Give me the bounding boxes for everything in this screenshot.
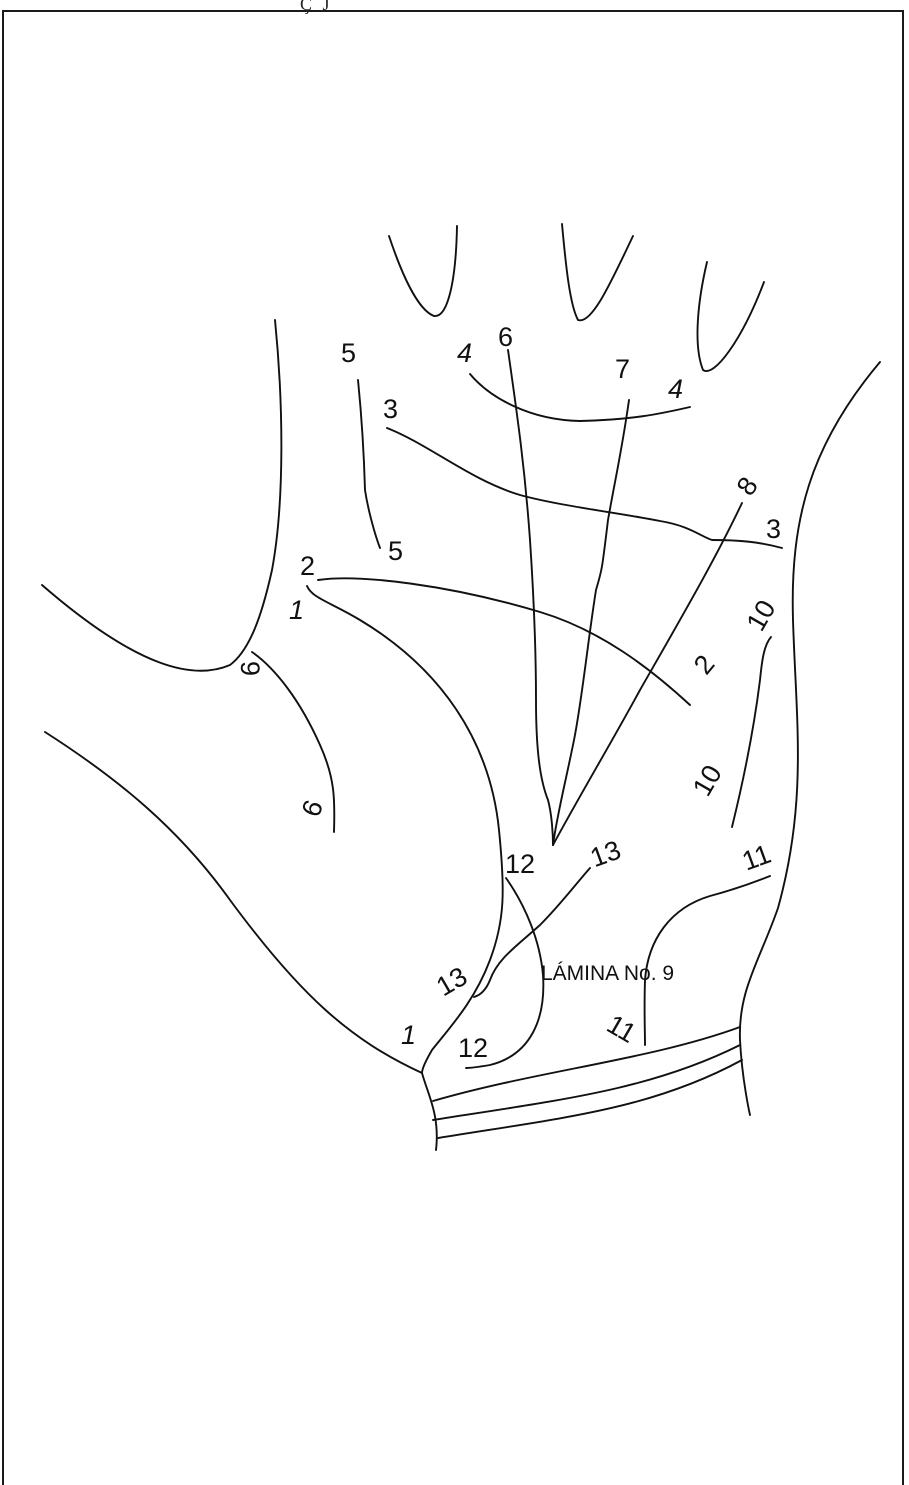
label-6: 6 [498, 322, 513, 352]
label-3-left: 3 [383, 394, 398, 424]
label-11-top: 11 [738, 839, 775, 877]
thumb-upper-edge [42, 320, 281, 671]
label-2-right: 2 [688, 649, 721, 680]
finger-ring-gap [697, 262, 764, 371]
label-1-bottom: 1 [401, 1020, 416, 1050]
thumb-lower-edge [45, 732, 422, 1073]
label-9-top: 9 [235, 661, 265, 676]
line-6 [508, 350, 553, 845]
line-1-life [307, 586, 503, 1073]
label-1-top: 1 [289, 595, 304, 625]
label-13-bottom: 13 [431, 961, 472, 1002]
wrist-left-edge [422, 1073, 437, 1150]
label-2-left: 2 [300, 551, 315, 581]
label-10-top: 10 [741, 595, 782, 636]
finger-index-gap [389, 226, 457, 316]
label-11-bottom: 11 [602, 1009, 641, 1049]
plate-caption: LÁMINA No. 9 [541, 962, 674, 986]
label-7: 7 [615, 354, 630, 384]
label-5-top: 5 [341, 338, 356, 368]
label-12-top: 12 [505, 849, 535, 879]
line-11 [645, 876, 770, 1045]
label-4-left: 4 [457, 338, 472, 368]
label-3-right: 3 [766, 514, 781, 544]
label-9-bottom: 9 [295, 796, 328, 820]
line-10 [732, 637, 771, 827]
label-5-bottom: 5 [388, 536, 403, 566]
wrist-crease-3 [438, 1060, 742, 1138]
line-2-head [318, 578, 690, 705]
label-13-top: 13 [586, 835, 624, 873]
label-12-bottom: 12 [458, 1033, 488, 1063]
label-4-right: 4 [668, 374, 683, 404]
label-8: 8 [731, 471, 764, 501]
palm-right-edge [740, 362, 880, 1115]
label-10-bottom: 10 [687, 760, 728, 801]
line-3-heart [387, 428, 782, 548]
line-5 [358, 380, 380, 548]
line-4-venus-ring [470, 374, 690, 421]
finger-middle-gap [562, 224, 633, 320]
